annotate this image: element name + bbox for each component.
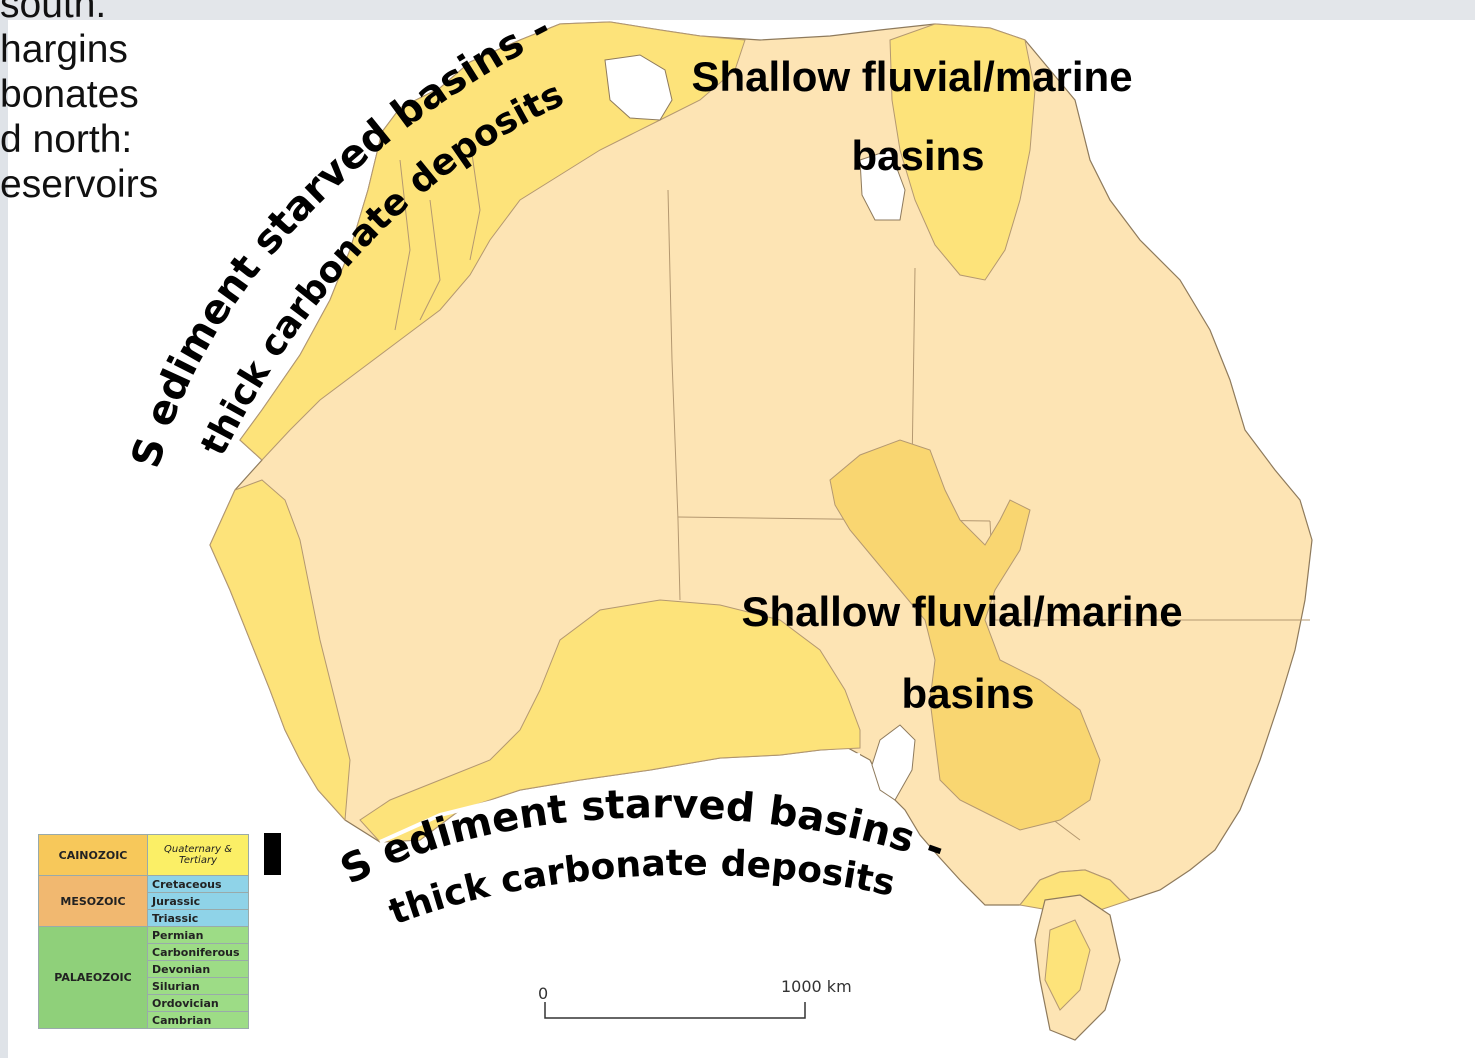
gulf-water xyxy=(604,54,673,121)
label-north-fluvial-line2: basins xyxy=(851,132,984,179)
legend-period: Permian xyxy=(147,926,249,944)
basin-southern-margin xyxy=(359,599,861,843)
legend-period: Devonian xyxy=(147,960,249,978)
slide-top-band xyxy=(0,0,1475,20)
bullet-fragment: eservoirs xyxy=(0,163,159,206)
legend-row: Silurian xyxy=(39,977,249,995)
legend-period: Quaternary & Tertiary xyxy=(147,834,249,876)
legend-row: Carboniferous xyxy=(39,943,249,961)
label-central-fluvial-line1: Shallow fluvial/marine xyxy=(741,588,1182,635)
scale-bar-label: 1000 km xyxy=(781,977,852,996)
geologic-time-legend: CAINOZOIC Quaternary & Tertiary MESOZOIC… xyxy=(38,834,249,1029)
label-north-fluvial-line1: Shallow fluvial/marine xyxy=(691,53,1132,100)
legend-era-mesozoic: MESOZOIC xyxy=(38,875,148,927)
legend-period: Jurassic xyxy=(147,892,249,910)
basin-northwest-margin xyxy=(239,21,746,461)
legend-period: Triassic xyxy=(147,909,249,927)
legend-period: Cambrian xyxy=(147,1011,249,1029)
label-central-fluvial-line2: basins xyxy=(901,670,1034,717)
southern-coastline xyxy=(379,753,861,844)
basin-subdivisions xyxy=(394,139,481,331)
legend-row: PALAEOZOIC Permian xyxy=(38,926,249,1029)
bullet-fragment: d north: xyxy=(0,118,133,161)
legend-row: Ordovician xyxy=(39,994,249,1012)
legend-period: Silurian xyxy=(147,977,249,995)
legend-era-palaeozoic: PALAEOZOIC xyxy=(38,926,148,1029)
bullet-fragment: south. xyxy=(0,0,107,26)
scale-bar xyxy=(544,1002,806,1019)
bullet-fragment: hargins xyxy=(0,28,128,71)
scale-bar-zero: 0 xyxy=(538,984,549,1003)
basin-north-gulf xyxy=(889,23,1036,281)
legend-era-cainozoic: CAINOZOIC xyxy=(38,834,148,876)
legend-row: MESOZOIC Cretaceous xyxy=(38,875,249,927)
legend-period: Ordovician xyxy=(147,994,249,1012)
label-south-starved-line2: thick carbonate deposits xyxy=(384,843,899,934)
basin-tasmania xyxy=(1044,919,1091,1011)
legend-row: CAINOZOIC Quaternary & Tertiary xyxy=(38,834,249,876)
legend-marker-bar xyxy=(264,833,281,875)
legend-row: Cambrian xyxy=(39,1011,249,1029)
bullet-text-fragments: south. hargins bonates d north: eservoir… xyxy=(0,0,200,207)
gulf-water-east xyxy=(859,149,906,221)
spencer-gulf-water xyxy=(871,724,916,801)
legend-row: Jurassic xyxy=(39,892,249,910)
basin-west-coast xyxy=(209,479,351,822)
legend-period: Carboniferous xyxy=(147,943,249,961)
legend-row: Devonian xyxy=(39,960,249,978)
basin-central-east xyxy=(829,439,1101,831)
slide-left-edge xyxy=(0,0,8,1058)
label-south-starved-line2-path: thick carbonate deposits xyxy=(384,843,899,934)
legend-period: Cretaceous xyxy=(147,875,249,893)
bullet-fragment: bonates xyxy=(0,73,139,116)
